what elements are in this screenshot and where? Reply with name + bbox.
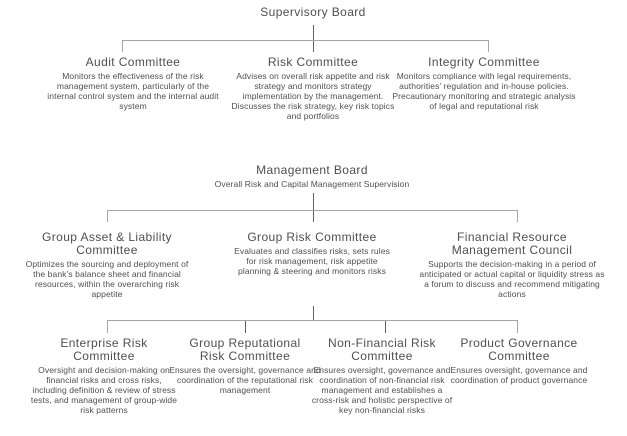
node-risk-committee: Risk Committee Advises on overall risk a… — [223, 55, 403, 122]
node-audit-committee: Audit Committee Monitors the effectivene… — [43, 55, 223, 112]
connector-drop-frmc — [517, 211, 518, 222]
node-title: Enterprise Risk Committee — [60, 336, 148, 363]
node-description: Ensures the oversight, governance and co… — [169, 365, 321, 395]
node-title: Supervisory Board — [260, 5, 366, 19]
node-description: Advises on overall risk appetite and ris… — [231, 71, 395, 121]
node-product-governance-committee: Product Governance Committee Ensures ove… — [443, 336, 595, 386]
connector-drop-group-risk — [313, 211, 314, 222]
node-description: Monitors the effectiveness of the risk m… — [47, 71, 219, 111]
node-description: Ensures oversight, governance and coordi… — [311, 365, 453, 415]
node-title: Group Reputational Risk Committee — [189, 336, 301, 363]
node-financial-resource-management-council: Financial Resource Management Council Su… — [414, 230, 610, 300]
node-description: Optimizes the sourcing and deployment of… — [25, 259, 189, 299]
connector-drop-non-financial-risk — [385, 321, 386, 333]
node-description: Oversight and decision-making on financi… — [30, 365, 178, 415]
node-title: Risk Committee — [267, 55, 359, 69]
node-title: Product Governance Committee — [460, 336, 578, 363]
node-group-reputational-risk-committee: Group Reputational Risk Committee Ensure… — [164, 336, 326, 396]
node-group-risk-committee: Group Risk Committee Evaluates and class… — [227, 230, 397, 277]
node-non-financial-risk-committee: Non-Financial Risk Committee Ensures ove… — [307, 336, 457, 416]
node-management-board: Management Board Overall Risk and Capita… — [182, 163, 442, 190]
node-integrity-committee: Integrity Committee Monitors compliance … — [386, 55, 582, 112]
connector-management-rail — [107, 210, 518, 211]
node-description: Ensures oversight, governance and coordi… — [450, 365, 588, 385]
node-description: Supports the decision-making in a period… — [419, 259, 605, 299]
connector-supervisory-rail — [122, 40, 489, 41]
node-title: Integrity Committee — [428, 55, 540, 69]
node-title: Management Board — [256, 163, 368, 177]
connector-supervisory-stem — [313, 25, 314, 40]
node-title: Audit Committee — [85, 55, 181, 69]
connector-drop-audit — [122, 41, 123, 52]
node-title: Financial Resource Management Council — [451, 230, 573, 257]
connector-drop-alco — [107, 211, 108, 222]
node-description: Evaluates and classifies risks, sets rul… — [234, 246, 390, 276]
node-title: Group Risk Committee — [247, 230, 377, 244]
connector-subcommittee-rail — [107, 320, 518, 321]
node-title: Non-Financial Risk Committee — [328, 336, 436, 363]
node-title: Group Asset & Liability Committee — [42, 230, 172, 257]
connector-management-stem — [313, 193, 314, 210]
connector-group-risk-stem — [313, 306, 314, 320]
connector-drop-risk — [313, 41, 314, 52]
node-enterprise-risk-committee: Enterprise Risk Committee Oversight and … — [26, 336, 182, 416]
node-subtitle: Overall Risk and Capital Management Supe… — [214, 179, 410, 189]
connector-drop-product-governance — [517, 321, 518, 333]
node-group-asset-liability-committee: Group Asset & Liability Committee Optimi… — [22, 230, 192, 300]
connector-drop-enterprise-risk — [107, 321, 108, 333]
connector-drop-reputational-risk — [245, 321, 246, 333]
connector-drop-integrity — [488, 41, 489, 52]
node-supervisory-board: Supervisory Board — [213, 6, 413, 19]
node-description: Monitors compliance with legal requireme… — [392, 71, 576, 111]
